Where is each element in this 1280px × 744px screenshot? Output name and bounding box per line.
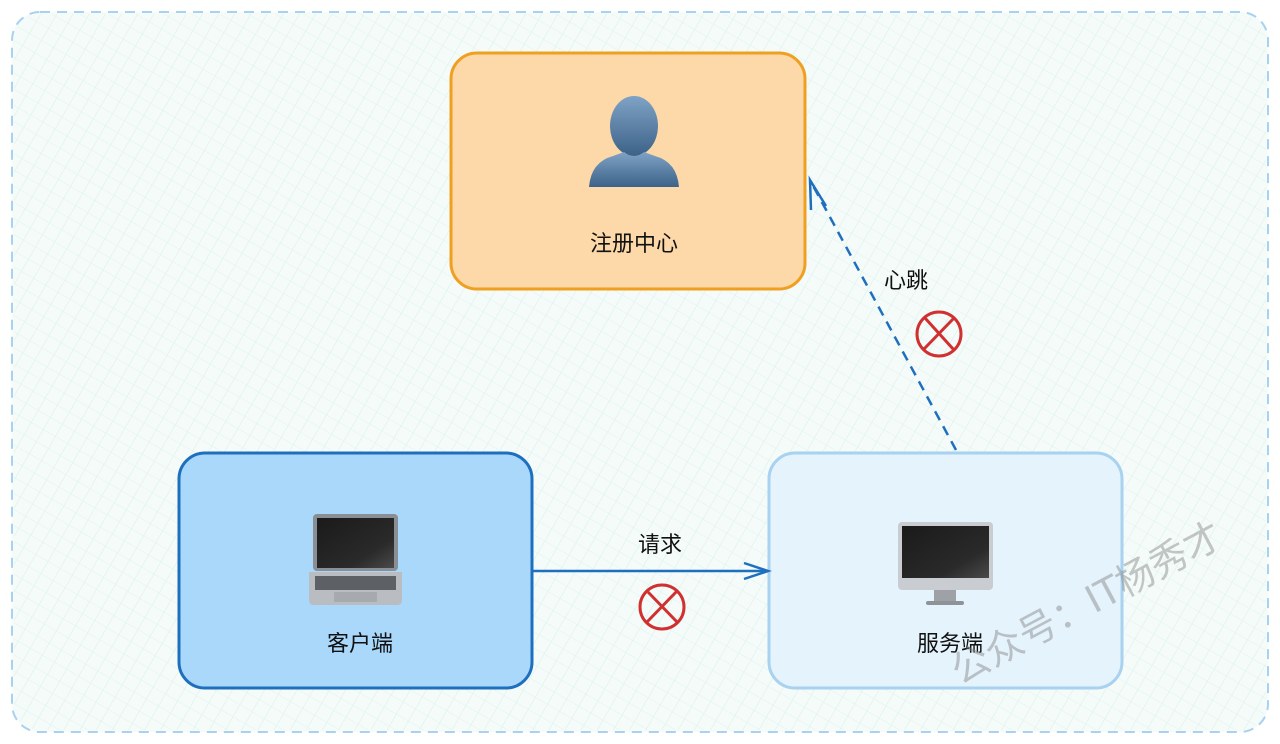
request-edge[interactable] xyxy=(532,561,772,581)
heartbeat-failure-marker-icon xyxy=(915,310,963,358)
heartbeat-edge[interactable] xyxy=(808,175,958,451)
heartbeat-edge-label: 心跳 xyxy=(883,269,929,294)
server-node[interactable] xyxy=(767,451,1124,690)
request-edge-label: 请求 xyxy=(637,533,683,558)
request-failure-marker-icon xyxy=(638,583,686,631)
client-label: 客户端 xyxy=(326,632,394,657)
registry-label: 注册中心 xyxy=(589,232,679,257)
client-node[interactable] xyxy=(177,451,534,690)
registry-node[interactable] xyxy=(449,51,807,291)
desktop-monitor-icon xyxy=(898,522,993,605)
user-silhouette-icon xyxy=(589,96,679,187)
laptop-icon xyxy=(309,514,402,605)
server-label: 服务端 xyxy=(916,632,984,657)
